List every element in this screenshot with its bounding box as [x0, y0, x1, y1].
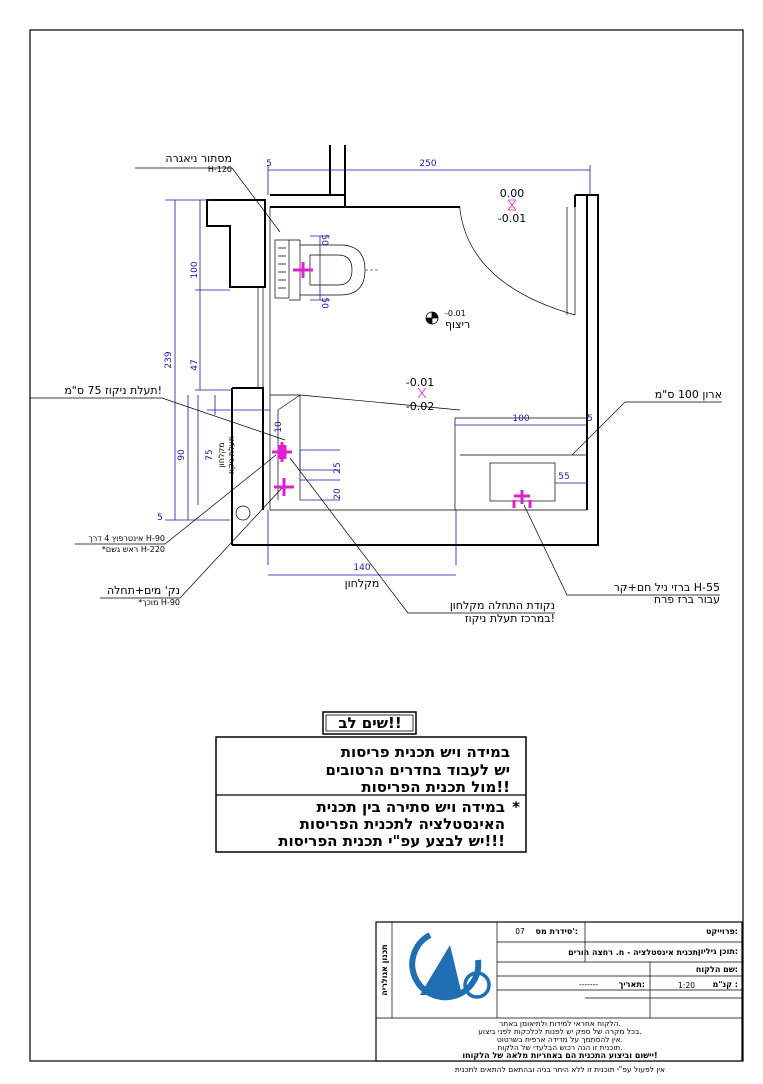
- note-line-2: יש לעבוד בחדרים הרטובים: [326, 761, 510, 779]
- responsibility-line: יישום וביצוע התכנית הם באחריות מלאה של ה…: [462, 1051, 657, 1060]
- date-label: תאריך:: [619, 980, 645, 989]
- floor-label: ריצוף: [445, 318, 470, 331]
- dimension-lines: [165, 165, 591, 576]
- dim-50-top: 50: [319, 234, 329, 246]
- callouts: מסתור ניאגרה H-120 תעלת ניקוז 75 ס"מ! אר…: [30, 152, 722, 625]
- callout-faucet-2: עבור ברז פרח: [654, 593, 720, 606]
- callout-water-points-h: *מוכך H-90: [138, 598, 180, 607]
- dim-5-top: 5: [266, 159, 272, 169]
- company-logo: [409, 932, 491, 1001]
- concealed-cistern: [274, 239, 290, 299]
- client-label: שם הלקוח:: [696, 965, 738, 974]
- note-title: שים לב!!: [338, 714, 401, 732]
- note-line-3: מול תכנית הפריסות!!: [361, 778, 510, 796]
- note-line-6: יש לבצע עפ"י תכנית הפריסות!!!: [278, 832, 505, 850]
- series-label: סידרת מס':: [536, 927, 578, 936]
- dim-5-bottom: 5: [157, 513, 163, 523]
- project-label: פרוייקט:: [706, 927, 738, 936]
- callout-wardrobe: ארון 100 ס"מ: [655, 388, 722, 401]
- left-lower-wall: [231, 387, 264, 545]
- fine-print-3: אין להסתמך על מדידה ארפית בשרטוט.: [497, 1035, 623, 1044]
- dim-100-left: 100: [190, 261, 200, 278]
- dim-50-bottom: 50: [319, 297, 329, 309]
- door-leaf: [566, 207, 576, 315]
- callout-concealed-flush-h: H-120: [208, 165, 232, 174]
- level-door-bottom: -0.01: [498, 212, 526, 225]
- shower-water-point: [274, 478, 294, 496]
- wc-water-point: [293, 262, 313, 278]
- callout-cleaning-channel: תעלת ניקוז 75 ס"מ!: [64, 384, 162, 397]
- note-line-1: במידה ויש תכנית פריסות: [341, 743, 510, 761]
- callout-faucet-1: ברזי ניל חם+קר H-55: [614, 581, 720, 594]
- note-star: *: [512, 798, 520, 816]
- plan-label: תוכן גיליון:: [698, 947, 738, 956]
- label-shower-bottom: מקלחון: [345, 577, 380, 590]
- date-value: -------: [579, 980, 598, 989]
- dim-100-wardrobe: 100: [512, 414, 529, 424]
- outer-wall: [232, 194, 599, 546]
- wc-box-wall: [206, 199, 266, 288]
- title-block: תכנון אגולריה פרוייקט: סידרת מס': 07 תוכ…: [375, 921, 743, 1062]
- fine-print-5: אין לפעול עפ"י תוכנית זו ללא היתר בניה ו…: [455, 1065, 665, 1074]
- label-channel-side: תעלת ניקוז: [227, 436, 236, 474]
- floor-plan: [206, 145, 599, 546]
- note-line-4: במידה ויש סתירה בין תכנית: [317, 798, 505, 816]
- fine-print-1: הלקוח אחראי למידות ולתיאומן באתר.: [499, 1019, 621, 1028]
- label-shower-side: מקלחון: [217, 442, 226, 467]
- dim-250: 250: [419, 159, 436, 169]
- scale-label: קנ"מ :: [713, 980, 738, 989]
- dim-47: 47: [190, 359, 200, 370]
- floor-drain: [235, 505, 251, 521]
- callout-start-point-1: נקודת התחלה מקלחון: [450, 599, 555, 612]
- right-wall: [574, 195, 588, 510]
- level-mark-shower: [417, 387, 427, 399]
- shower-drain-point: [272, 442, 292, 462]
- dim-140: 140: [353, 563, 370, 573]
- dim-239: 239: [164, 351, 174, 368]
- door-swing-arc: [459, 207, 576, 316]
- callout-start-point-2: במרכז תעלת ניקוז!: [465, 612, 555, 625]
- series-value: 07: [515, 927, 525, 936]
- dim-10: 10: [274, 421, 284, 433]
- shower-partition: [299, 395, 587, 510]
- note-title-box: [322, 711, 417, 735]
- dim-5-right: 5: [587, 414, 593, 424]
- level-shower-bottom: -0.02: [406, 400, 434, 413]
- levels: 0.00 -0.01 -0.01 ריצוף -0.01 -0.02: [406, 187, 526, 413]
- dim-90: 90: [177, 449, 187, 461]
- dimension-values: 250 5 239 100 47 90 75 10 25 20 5 140 50…: [157, 159, 593, 573]
- dim-20: 20: [333, 488, 343, 500]
- callout-intercom: אינטרפוץ 4 דרך H-90: [88, 534, 165, 543]
- note-line-5: האינסטלציה לתכנית הפריסות: [300, 815, 505, 833]
- callout-concealed-flush: מסתור ניאגרה: [165, 152, 232, 165]
- level-door-top: 0.00: [500, 187, 525, 200]
- sink-water-point: [512, 490, 532, 508]
- warning-note: שים לב!! במידה ויש תכנית פריסות יש לעבוד…: [215, 711, 527, 853]
- dim-75: 75: [205, 449, 215, 460]
- level-shower-top: -0.01: [406, 376, 434, 389]
- inner-room: [269, 207, 587, 511]
- side-brand-label: תכנון אגולריה: [380, 944, 389, 996]
- floor-level: -0.01: [445, 309, 466, 318]
- level-mark-door: [507, 199, 517, 211]
- scale-value: 1:20: [678, 981, 695, 990]
- callout-rain-head: *ראש גשם H-220: [102, 545, 165, 554]
- fine-print-4: תוכנית זו הנה רכוש הבלעדי של הלקוח.: [497, 1043, 622, 1052]
- dim-25: 25: [333, 462, 343, 473]
- top-wall: [270, 194, 460, 208]
- dim-55: 55: [558, 472, 569, 482]
- fine-print-2: בכל מקרה של ספק יש לפנות לכלכקות לפני בי…: [478, 1027, 642, 1036]
- callout-water-points: נק' מים+תחלה: [107, 584, 180, 597]
- plan-value: תכנית אינסטלציה - ח. רחצה הורים: [568, 948, 698, 957]
- left-partition: [257, 287, 264, 388]
